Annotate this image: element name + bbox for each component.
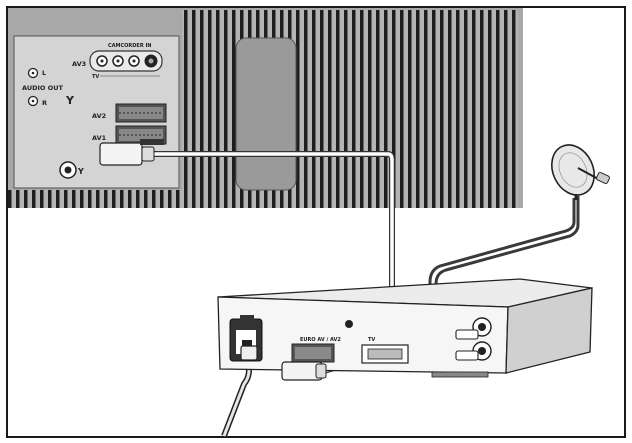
satellite-receiver: EURO AV / AV2 TV [218, 279, 592, 377]
euro-av-label: EURO AV / AV2 [300, 337, 341, 343]
av1-label: AV1 [92, 134, 107, 142]
camcorder-in-label: CAMCORDER IN [108, 43, 152, 49]
tv-vents [182, 10, 518, 208]
audio-r-label: R [42, 99, 47, 107]
receiver-indicator [345, 320, 353, 328]
audio-l-label: L [42, 69, 46, 77]
av3-label: AV3 [72, 60, 86, 68]
f-plug-2 [456, 351, 478, 360]
tv-sub-label: TV [92, 74, 99, 80]
antenna-symbol-icon: Y [65, 94, 75, 107]
receiver-tv-label: TV [368, 337, 375, 343]
audio-out-label: AUDIO OUT [22, 84, 64, 92]
tv-connection-panel: CAMCORDER IN AV3 TV L AUDIO OUT R Y [14, 36, 179, 188]
power-plug[interactable] [241, 346, 257, 360]
tv-handle [236, 38, 296, 190]
av2-label: AV2 [92, 112, 106, 120]
f-plug-1 [456, 330, 478, 339]
tv-bottom-vents [8, 190, 183, 208]
tv-back: CAMCORDER IN AV3 TV L AUDIO OUT R Y [8, 8, 523, 208]
antenna-input-icon: Y [77, 167, 84, 176]
receiver-scart-plug[interactable] [282, 362, 326, 380]
